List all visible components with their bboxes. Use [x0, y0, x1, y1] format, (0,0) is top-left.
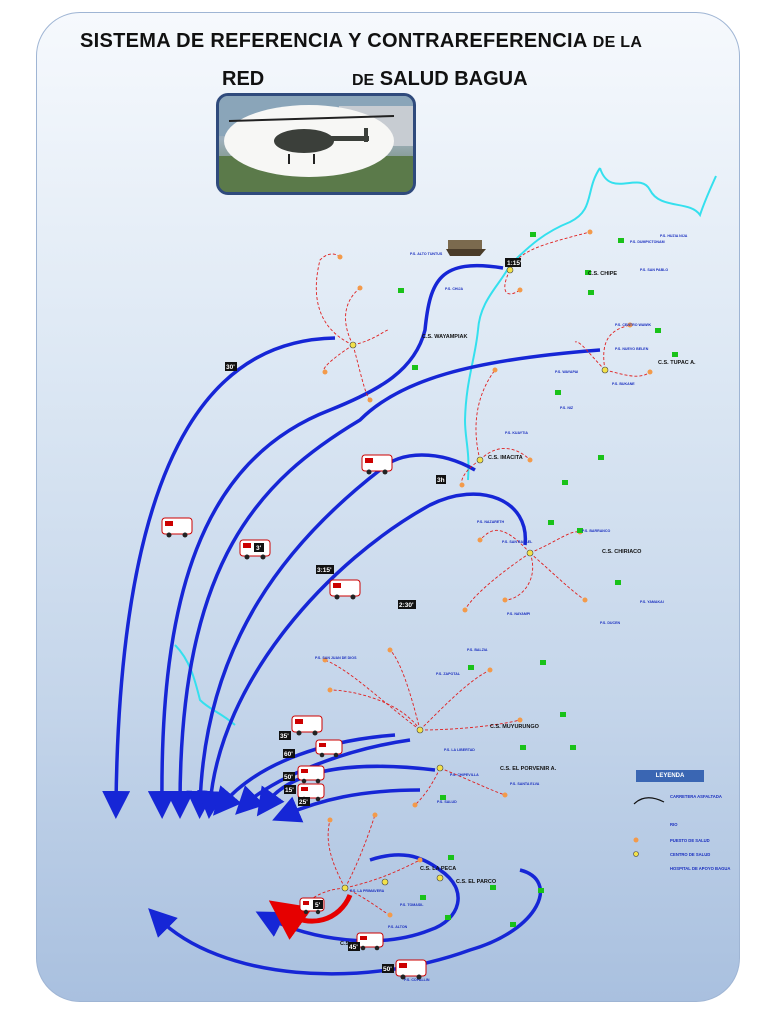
svg-text:1:15': 1:15': [507, 260, 522, 267]
title-main-text: SISTEMA DE REFERENCIA Y CONTRAREFERENCIA: [80, 30, 587, 52]
title-salud-bagua-text: SALUD BAGUA: [379, 68, 528, 90]
svg-text:35': 35': [280, 733, 289, 740]
svg-text:30': 30': [226, 364, 235, 371]
svg-text:P.S. DUCEN: P.S. DUCEN: [600, 621, 621, 625]
boat-icon: [446, 240, 486, 256]
svg-text:2:30': 2:30': [399, 602, 414, 609]
svg-text:C.S. CHIRIACO: C.S. CHIRIACO: [602, 549, 642, 555]
svg-text:60': 60': [284, 751, 293, 758]
svg-text:50': 50': [383, 966, 392, 973]
svg-text:C.S. IMACITA: C.S. IMACITA: [488, 455, 523, 461]
svg-text:P.S. BUKANE: P.S. BUKANE: [612, 382, 635, 386]
svg-text:P.S. SAN PABLO: P.S. SAN PABLO: [640, 268, 668, 272]
svg-text:P.S. ALTON: P.S. ALTON: [388, 925, 408, 929]
svg-text:P.S. BARRANCO: P.S. BARRANCO: [582, 529, 610, 533]
green-markers: [398, 232, 678, 927]
svg-text:P.S. ZAPOTAL: P.S. ZAPOTAL: [436, 672, 461, 676]
svg-text:C.S. EL PORVENIR A.: C.S. EL PORVENIR A.: [500, 766, 557, 772]
title-salud-bagua: DE SALUD BAGUA: [352, 68, 528, 91]
svg-text:15': 15': [285, 787, 294, 794]
svg-text:25': 25': [299, 799, 308, 806]
svg-text:P.S. CHIPEVILLA: P.S. CHIPEVILLA: [450, 773, 479, 777]
svg-text:P.S. LA LIBERTAD: P.S. LA LIBERTAD: [444, 748, 475, 752]
referral-routes: [102, 263, 601, 976]
svg-text:P.S. TOMASIL: P.S. TOMASIL: [400, 903, 424, 907]
svg-text:C.S. CHIPE: C.S. CHIPE: [588, 271, 617, 277]
svg-text:P.S. SANTA ELVA: P.S. SANTA ELVA: [510, 782, 540, 786]
post-labels: P.S. HUZIA NIJA P.S. DUMPICTONAM P.S. SA…: [315, 234, 688, 982]
svg-text:50': 50': [284, 774, 293, 781]
svg-text:P.S. WAYAPAI: P.S. WAYAPAI: [555, 370, 578, 374]
svg-text:3': 3': [256, 545, 262, 552]
river-lines: [174, 167, 717, 726]
svg-text:3:15': 3:15': [317, 567, 332, 574]
svg-text:P.S. NIZ: P.S. NIZ: [560, 406, 574, 410]
svg-text:45': 45': [349, 944, 358, 951]
svg-text:C.S. EL PARCO: C.S. EL PARCO: [456, 879, 497, 885]
legend: LEYENDA CARRETERA ASFALTADA RIO PUESTO D…: [632, 770, 736, 900]
svg-text:C.S. LA PECA: C.S. LA PECA: [420, 866, 456, 872]
svg-text:P.S. ALTO TUNTUS: P.S. ALTO TUNTUS: [410, 252, 443, 256]
svg-text:P.S. CENTRO WAWIK: P.S. CENTRO WAWIK: [615, 323, 651, 327]
svg-text:P.S. COPALLIN: P.S. COPALLIN: [404, 978, 430, 982]
title-red: RED: [222, 68, 265, 90]
svg-text:5': 5': [315, 902, 321, 909]
time-labels: 1:15' 30' 3h 3' 3:15' 2:30' 35' 60' 50' …: [225, 258, 522, 973]
svg-text:P.S. NUEVO BELEN: P.S. NUEVO BELEN: [615, 347, 649, 351]
svg-text:P.S. SAN JUAN DE DIOS: P.S. SAN JUAN DE DIOS: [315, 656, 357, 660]
svg-text:C.S.: C.S.: [340, 941, 351, 947]
helicopter-photo: [216, 93, 416, 195]
svg-text:P.S. HUZIA NIJA: P.S. HUZIA NIJA: [660, 234, 688, 238]
title-line-1: SISTEMA DE REFERENCIA Y CONTRAREFERENCIA…: [80, 30, 642, 53]
svg-text:P.S. DUMPICTONAM: P.S. DUMPICTONAM: [630, 240, 665, 244]
svg-text:P.S. SALUD: P.S. SALUD: [437, 800, 457, 804]
title-small-text: DE LA: [592, 34, 643, 51]
center-labels: C.S. CHIPE C.S. TUPAC A. C.S. IMACITA C.…: [340, 271, 696, 947]
svg-text:C.S. MUYURUNGO: C.S. MUYURUNGO: [490, 724, 540, 730]
svg-text:3h: 3h: [437, 477, 445, 484]
svg-text:P.S. YAMAKAI: P.S. YAMAKAI: [640, 600, 664, 604]
svg-text:P.S. NAYAMPI: P.S. NAYAMPI: [507, 612, 530, 616]
title-de: DE: [352, 72, 375, 89]
svg-text:P.S. BALZIA: P.S. BALZIA: [467, 648, 488, 652]
svg-text:P.S. CHIJA: P.S. CHIJA: [445, 287, 464, 291]
svg-text:C.S. WAYAMPIAK: C.S. WAYAMPIAK: [422, 334, 467, 340]
svg-text:P.S. LA PRIMAVERA: P.S. LA PRIMAVERA: [350, 889, 385, 893]
svg-text:P.S. KUAYTIA: P.S. KUAYTIA: [505, 431, 528, 435]
health-centers: [341, 266, 609, 892]
legend-title: LEYENDA: [636, 770, 704, 782]
svg-text:P.S. NAZARETH: P.S. NAZARETH: [477, 520, 504, 524]
svg-text:C.S. TUPAC A.: C.S. TUPAC A.: [658, 360, 696, 366]
svg-text:P.S. SAN RAFAEL: P.S. SAN RAFAEL: [502, 540, 533, 544]
red-referral-arrow: [268, 893, 353, 940]
